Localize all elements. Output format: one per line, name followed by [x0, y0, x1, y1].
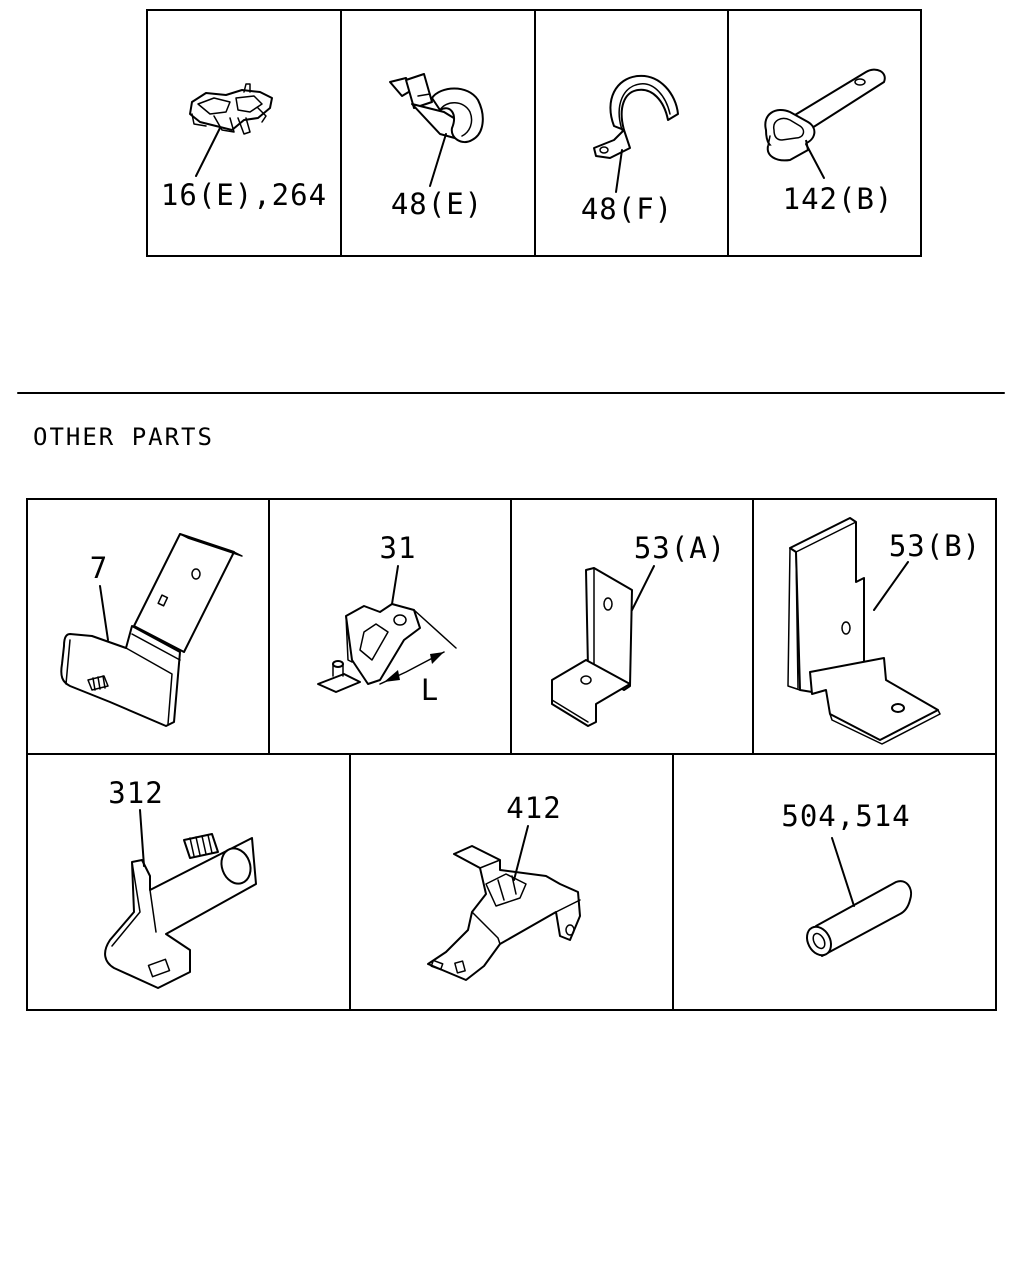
part-cell-53a: 53(A) [551, 531, 726, 727]
leader-line [615, 149, 623, 193]
part-label-142b: 142(B) [783, 182, 894, 216]
part-cell-53b: 53(B) [787, 517, 981, 745]
part-label-504-514: 504,514 [781, 799, 910, 833]
leader-line [873, 561, 909, 611]
leader-line [99, 585, 109, 641]
section-title: OTHER PARTS [33, 423, 214, 451]
leader-line [195, 127, 221, 177]
part-cell-412: 412 [427, 791, 581, 981]
leader-line [513, 825, 529, 881]
top-cell-clip-48e: 48(E) [389, 73, 484, 221]
dimension-label-l: L [421, 673, 439, 707]
part-cell-504-514: 504,514 [781, 799, 912, 957]
part-label-7: 7 [90, 551, 108, 585]
bracket-53b-illustration [787, 517, 941, 745]
part-label-31: 31 [380, 531, 417, 565]
part-label-53b: 53(B) [889, 529, 981, 563]
bracket-412-illustration [427, 845, 581, 981]
bracket-7-illustration [60, 533, 243, 727]
bracket-53a-illustration [551, 567, 633, 727]
other-parts-table [26, 498, 997, 1011]
part-label-53a: 53(A) [634, 531, 726, 565]
leader-line [429, 133, 447, 187]
tab-clip-illustration [764, 68, 886, 162]
part-label-48f: 48(F) [581, 192, 673, 226]
part-label-16e-264: 16(E),264 [161, 178, 327, 212]
tube-illustration [806, 880, 912, 957]
part-cell-7: 7 [60, 533, 243, 727]
part-label-312: 312 [108, 776, 163, 810]
bracket-31-illustration [317, 603, 457, 693]
part-label-48e: 48(E) [391, 187, 483, 221]
bracket-312-illustration [104, 833, 257, 989]
part-label-412: 412 [506, 791, 561, 825]
leader-line [631, 565, 655, 611]
part-cell-31: 31 L [317, 531, 457, 707]
leader-line [391, 565, 399, 605]
saddle-clamp-illustration [593, 74, 679, 159]
leader-line [805, 143, 825, 179]
top-cell-clip-48f: 48(F) [581, 74, 679, 226]
part-cell-312: 312 [104, 776, 257, 989]
leader-line [831, 837, 855, 907]
p-clip-illustration [389, 73, 484, 144]
top-cell-clip-142b: 142(B) [764, 68, 894, 216]
top-clips-table [146, 9, 922, 257]
leader-line [139, 809, 145, 867]
top-cell-clip-16e: 16(E),264 [161, 83, 327, 212]
harness-clip-illustration [189, 83, 273, 135]
